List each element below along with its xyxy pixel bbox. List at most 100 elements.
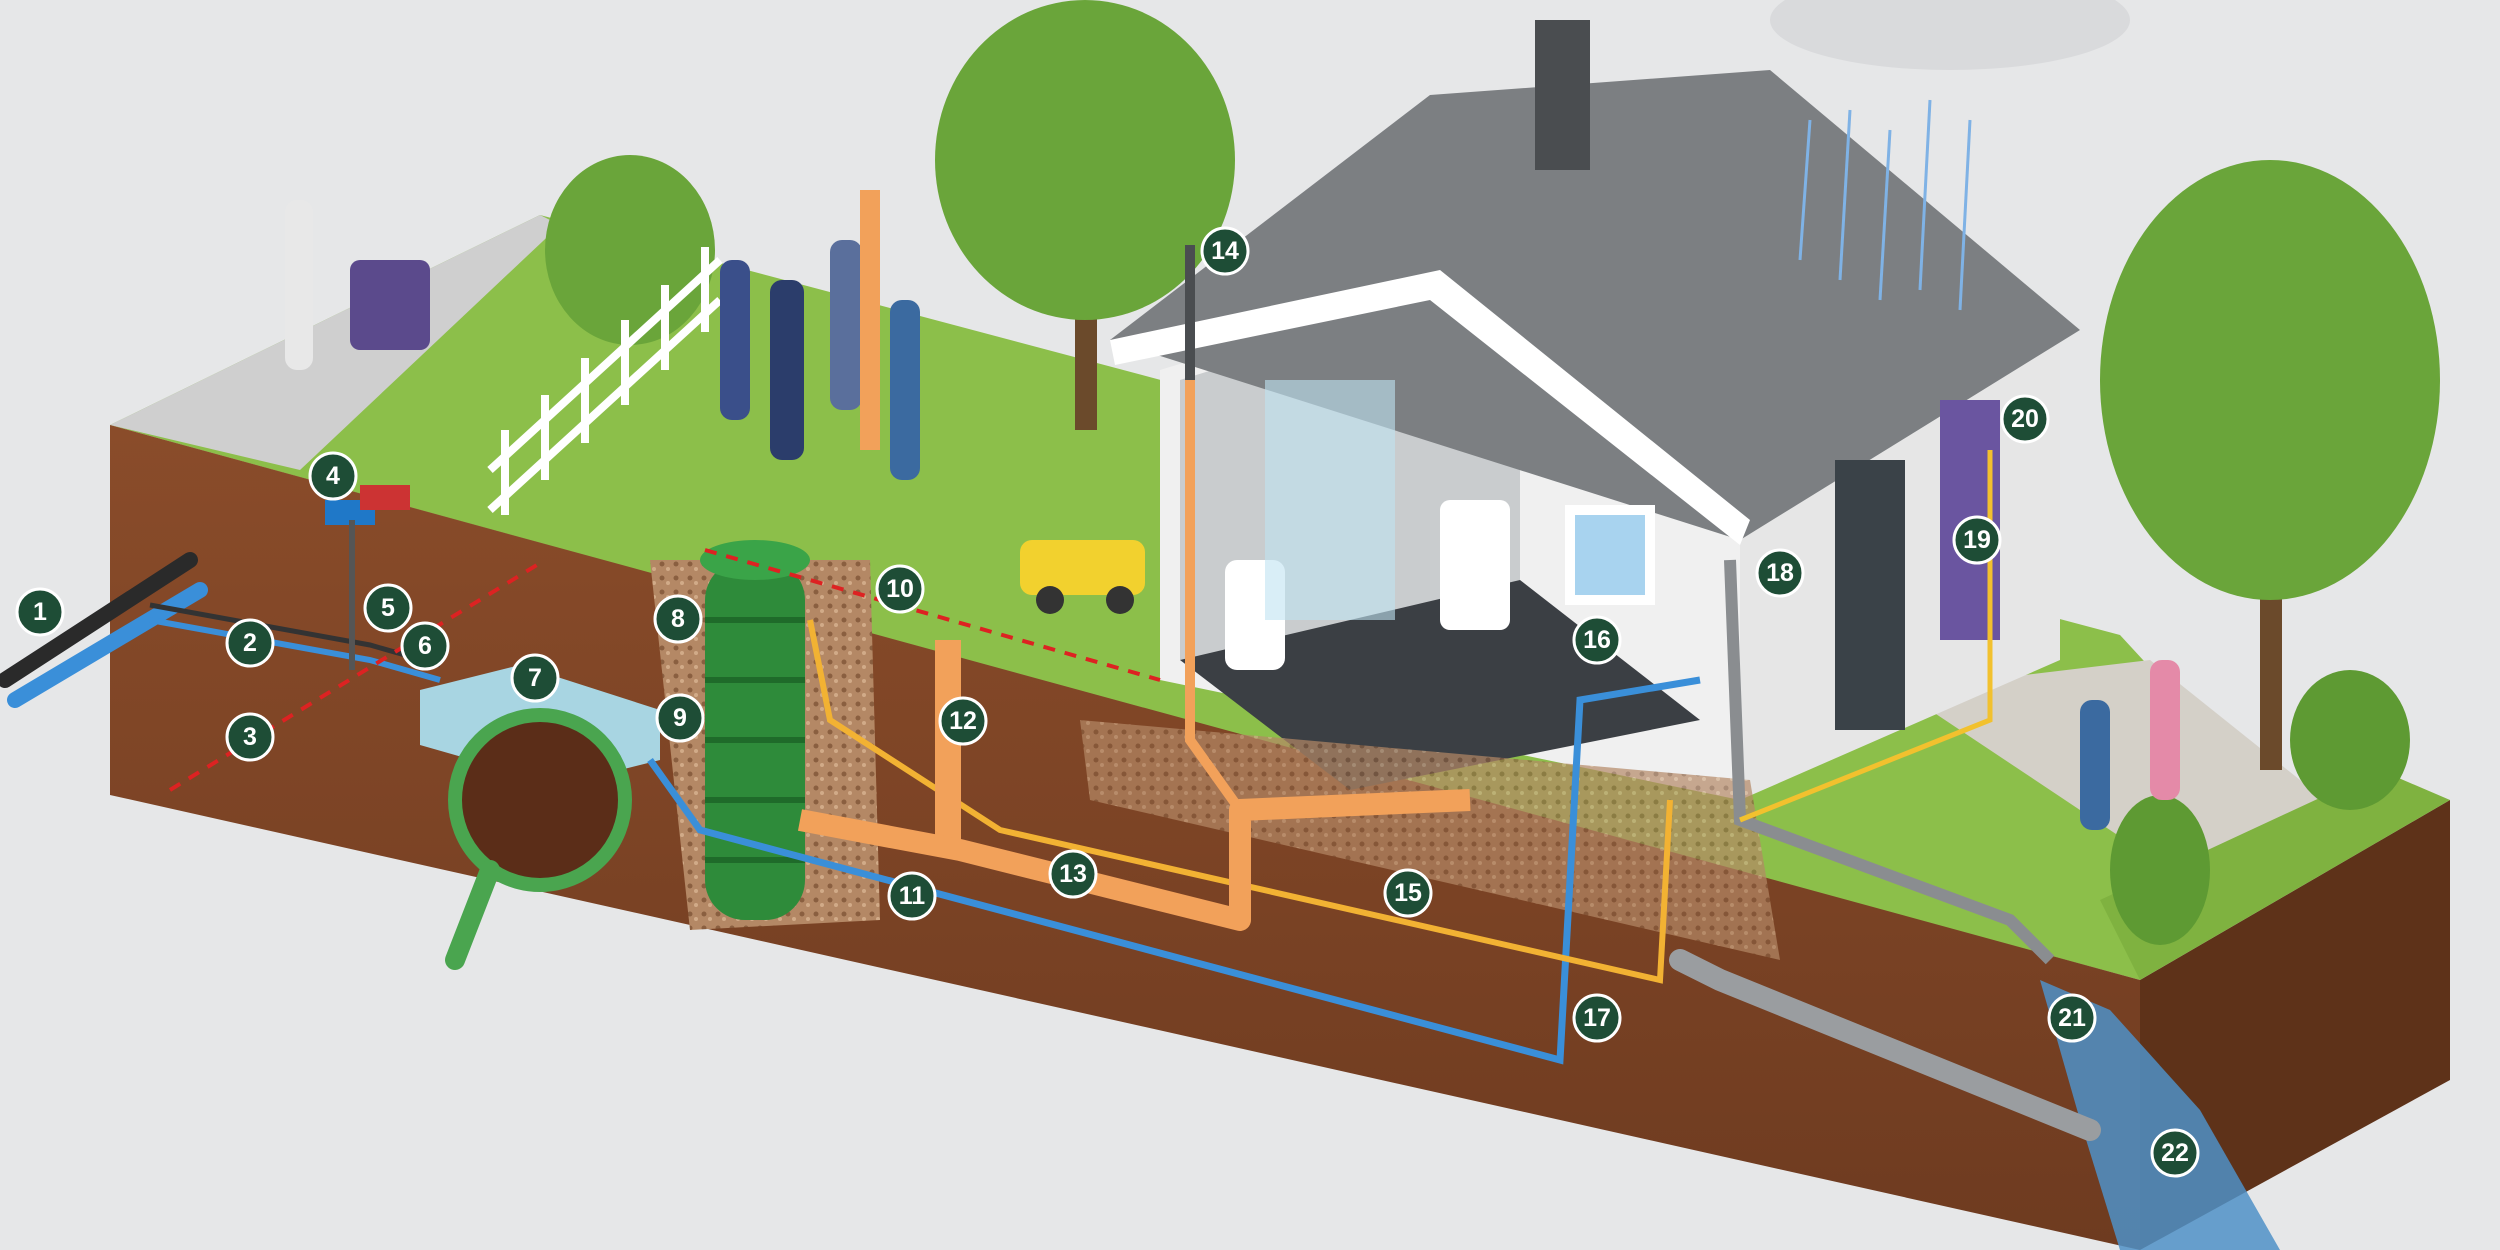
tree-trunk-right xyxy=(2260,560,2282,770)
magnifier-handle xyxy=(445,860,500,970)
callout-marker-5: 5 xyxy=(363,583,413,633)
callout-number: 22 xyxy=(2161,1139,2189,1167)
callout-circle xyxy=(225,618,275,668)
callout-marker-1: 1 xyxy=(15,587,65,637)
callout-number: 2 xyxy=(243,629,257,657)
callout-marker-14: 14 xyxy=(1200,226,1250,276)
callout-circle xyxy=(1572,993,1622,1043)
tree-crown-right xyxy=(2100,160,2440,600)
callout-circle xyxy=(1383,868,1433,918)
callout-circle xyxy=(400,621,450,671)
callout-circle xyxy=(2150,1128,2200,1178)
callout-circle xyxy=(363,583,413,633)
callout-marker-3: 3 xyxy=(225,712,275,762)
main-cable-black xyxy=(0,552,198,688)
callout-marker-10: 10 xyxy=(875,564,925,614)
callout-marker-11: 11 xyxy=(887,871,937,921)
callout-number: 7 xyxy=(528,664,542,692)
callout-marker-2: 2 xyxy=(225,618,275,668)
callout-circle xyxy=(15,587,65,637)
house-drain-vertical xyxy=(1185,380,1245,813)
people-group xyxy=(720,190,920,480)
stormwater-pipe-21 xyxy=(1724,559,2055,965)
callout-circle xyxy=(938,696,988,746)
callout-marker-15: 15 xyxy=(1383,868,1433,918)
front-door xyxy=(1835,460,1905,730)
callout-number: 19 xyxy=(1963,526,1991,554)
callout-marker-18: 18 xyxy=(1755,548,1805,598)
callout-marker-12: 12 xyxy=(938,696,988,746)
callout-number: 6 xyxy=(418,632,432,660)
callout-marker-13: 13 xyxy=(1048,849,1098,899)
callout-number: 14 xyxy=(1211,237,1239,265)
scenery xyxy=(285,0,2440,945)
callout-circle xyxy=(875,564,925,614)
vent-pipe-12 xyxy=(935,640,961,850)
window xyxy=(1565,505,1655,605)
callout-circle xyxy=(225,712,275,762)
callout-marker-19: 19 xyxy=(1952,515,2002,565)
tree-crown-small xyxy=(545,155,715,345)
underground-infrastructure xyxy=(0,245,2101,1141)
callout-circle xyxy=(655,693,705,743)
children-walking xyxy=(2080,660,2180,830)
service-pipe-2 xyxy=(149,617,441,683)
pressure-pipe-11 xyxy=(647,676,1701,1065)
callout-number: 15 xyxy=(1394,879,1422,907)
bush-right xyxy=(2290,670,2410,810)
callout-circle xyxy=(653,594,703,644)
bathroom-floor xyxy=(1180,580,1700,790)
callout-circle xyxy=(1572,615,1622,665)
callout-number: 13 xyxy=(1059,860,1087,888)
callout-number: 17 xyxy=(1583,1004,1611,1032)
callout-marker-8: 8 xyxy=(653,594,703,644)
white-fence xyxy=(487,247,723,515)
callout-circle xyxy=(1952,515,2002,565)
callout-circle xyxy=(308,451,358,501)
callout-circle xyxy=(1200,226,1250,276)
callout-marker-21: 21 xyxy=(2047,993,2097,1043)
tree-crown-large xyxy=(935,0,1235,320)
pedestrian-with-stroller xyxy=(285,200,430,370)
callout-number: 9 xyxy=(673,704,687,732)
callout-number: 20 xyxy=(2011,405,2039,433)
callout-number: 4 xyxy=(326,462,340,490)
callout-marker-7: 7 xyxy=(510,653,560,703)
cloud xyxy=(1770,0,2130,70)
callout-circle xyxy=(2047,993,2097,1043)
callout-number: 8 xyxy=(671,605,685,633)
callout-number: 10 xyxy=(886,575,914,603)
shower-cabin xyxy=(1265,380,1395,620)
callout-number: 11 xyxy=(899,882,926,910)
electric-cable-15 xyxy=(807,619,1673,984)
roof xyxy=(1110,70,2080,540)
callout-number: 5 xyxy=(381,594,395,622)
callout-marker-6: 6 xyxy=(400,621,450,671)
soil-front-face xyxy=(110,425,2140,1250)
callout-number: 12 xyxy=(949,707,977,735)
drain-outlet-22 xyxy=(1669,949,2101,1141)
callout-number: 3 xyxy=(243,723,257,751)
callout-marker-20: 20 xyxy=(2000,394,2050,444)
callout-marker-4: 4 xyxy=(308,451,358,501)
sink xyxy=(1440,500,1510,630)
sewage-tank-8 xyxy=(700,540,810,920)
lawn-mower xyxy=(1020,540,1145,614)
callout-marker-16: 16 xyxy=(1572,615,1622,665)
callout-marker-22: 22 xyxy=(2150,1128,2200,1178)
gravel-house-foundation xyxy=(1080,720,1780,960)
callout-circle xyxy=(1755,548,1805,598)
callout-circle xyxy=(510,653,560,703)
callout-marker-17: 17 xyxy=(1572,993,1622,1043)
chimney xyxy=(1535,20,1590,170)
tree-trunk-large xyxy=(1075,300,1097,430)
bush-front xyxy=(2110,795,2210,945)
callout-marker-9: 9 xyxy=(655,693,705,743)
callout-number: 18 xyxy=(1766,559,1794,587)
house xyxy=(1110,20,2080,800)
valve-box-red xyxy=(360,485,410,510)
callout-number: 1 xyxy=(33,598,47,626)
side-path xyxy=(110,215,560,470)
